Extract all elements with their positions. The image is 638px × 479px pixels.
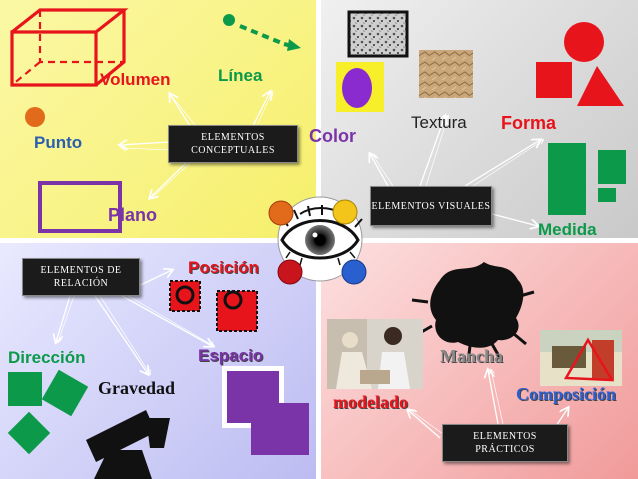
rect-medida-mid — [598, 150, 626, 184]
dot-orange — [268, 200, 294, 226]
label-linea: Línea — [218, 66, 263, 85]
blob-icon — [411, 262, 535, 363]
gravity-shape-3 — [94, 450, 152, 479]
label-composicion: Composición — [516, 384, 617, 404]
label-color: Color — [309, 126, 356, 146]
line-icon — [223, 14, 301, 51]
circle-icon — [564, 22, 604, 62]
eye-icon — [277, 196, 363, 282]
texture-paper — [419, 50, 473, 98]
dot-red — [277, 259, 303, 285]
dot-icon — [25, 107, 45, 127]
dot-blue — [341, 259, 367, 285]
label-mancha: Mancha — [440, 346, 503, 366]
label-modelado: modelado — [333, 392, 409, 412]
space-square-2 — [251, 403, 309, 455]
label-forma: Forma — [501, 113, 557, 133]
label-plano: Plano — [108, 205, 158, 225]
label-medida: Medida — [538, 220, 597, 239]
label-espacio: Espacio — [198, 346, 264, 365]
painting-composicion — [540, 330, 622, 386]
box-practicos: ELEMENTOS PRÁCTICOS — [442, 424, 568, 462]
position-square-2 — [216, 290, 258, 332]
texture-gravel — [347, 10, 409, 58]
label-punto: Punto — [34, 133, 83, 152]
square-red-icon — [536, 62, 572, 98]
label-posicion: Posición — [188, 258, 259, 277]
label-volumen: Volumen — [100, 70, 171, 89]
direction-square-1 — [8, 372, 42, 406]
circle-purple — [342, 68, 372, 108]
triangle-icon — [577, 66, 624, 106]
direction-square-2 — [41, 369, 89, 417]
rect-medida-tall — [548, 143, 586, 215]
photo-modelado — [327, 319, 423, 389]
square-outline-icon — [38, 181, 122, 233]
label-gravedad: Gravedad — [98, 378, 176, 398]
box-relacion: ELEMENTOS DE RELACIÓN — [22, 258, 140, 296]
rect-medida-small — [598, 188, 616, 202]
gravity-shape-2 — [146, 418, 170, 448]
label-direccion: Dirección — [8, 348, 86, 367]
gravity-shape-1 — [86, 410, 156, 462]
box-visuales: ELEMENTOS VISUALES — [370, 186, 492, 226]
direction-square-3 — [7, 411, 51, 455]
label-textura: Textura — [411, 113, 467, 132]
cube-icon — [10, 8, 129, 87]
dot-yellow — [332, 199, 358, 225]
box-conceptuales: ELEMENTOS CONCEPTUALES — [168, 125, 298, 163]
